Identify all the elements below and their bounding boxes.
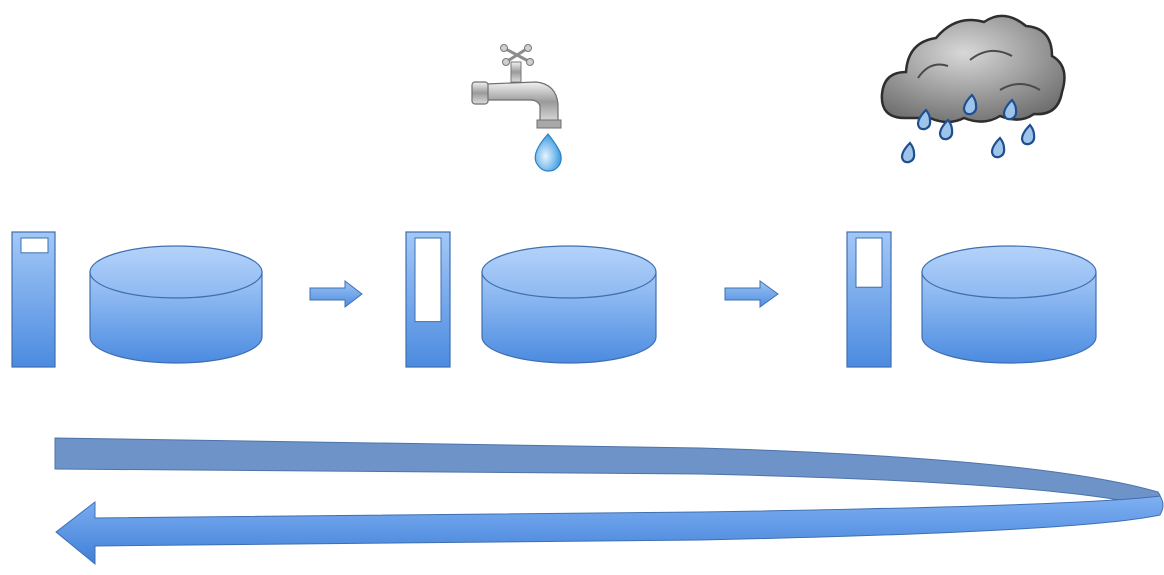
faucet-icon — [471, 44, 562, 172]
return-loop-arrow — [54, 437, 1164, 566]
level-gauge-3 — [846, 231, 892, 368]
stage-2 — [405, 44, 657, 368]
level-gauge-1 — [11, 231, 56, 368]
level-gauge-2 — [405, 231, 451, 368]
transition-arrow-2 — [724, 280, 779, 308]
tank-2 — [481, 245, 657, 364]
tank-1 — [89, 245, 263, 364]
stage-3 — [846, 14, 1097, 368]
transition-arrow-1 — [309, 279, 363, 309]
rain-cloud-icon — [880, 14, 1066, 164]
tank-3 — [921, 245, 1097, 364]
stage-1 — [11, 231, 263, 368]
